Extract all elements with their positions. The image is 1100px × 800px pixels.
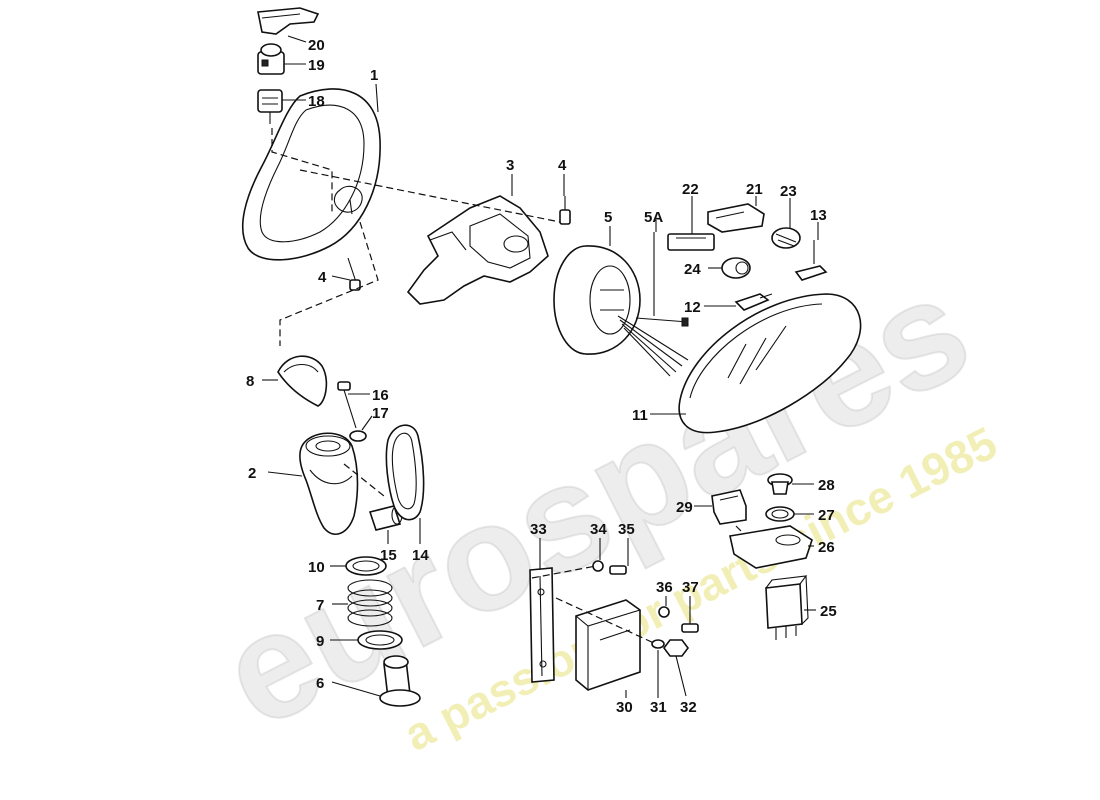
callout-6: 6 bbox=[316, 675, 324, 692]
callout-25: 25 bbox=[820, 603, 837, 620]
part-5-motor bbox=[553, 245, 689, 377]
callout-28: 28 bbox=[818, 477, 835, 494]
part-18-connector bbox=[257, 89, 283, 124]
callout-22: 22 bbox=[682, 181, 699, 198]
callout-1: 1 bbox=[370, 67, 378, 84]
callout-4-lower: 4 bbox=[318, 269, 327, 286]
callout-20: 20 bbox=[308, 37, 325, 54]
callout-33: 33 bbox=[530, 521, 547, 538]
callout-10: 10 bbox=[308, 559, 325, 576]
callout-37: 37 bbox=[682, 579, 699, 596]
callout-18: 18 bbox=[308, 93, 325, 110]
callout-5a: 5A bbox=[644, 209, 663, 226]
part-37-screw bbox=[681, 623, 699, 633]
leader-lines bbox=[262, 35, 819, 698]
callout-27: 27 bbox=[818, 507, 835, 524]
callout-8: 8 bbox=[246, 373, 254, 390]
part-14-gasket bbox=[385, 424, 425, 521]
callout-31: 31 bbox=[650, 699, 667, 716]
part-1-mirror-housing bbox=[241, 88, 381, 261]
part-21-plug bbox=[707, 203, 765, 233]
part-13-terminal bbox=[794, 240, 828, 281]
callout-29: 29 bbox=[676, 499, 693, 516]
part-9-ring bbox=[357, 630, 403, 650]
part-16-bolt bbox=[337, 381, 357, 429]
callout-14: 14 bbox=[412, 547, 429, 564]
callout-32: 32 bbox=[680, 699, 697, 716]
part-26-holder bbox=[729, 525, 813, 569]
callout-30: 30 bbox=[616, 699, 633, 716]
part-28-cap bbox=[767, 473, 793, 495]
part-30-control-unit bbox=[575, 599, 641, 691]
part-34-nut bbox=[592, 560, 604, 572]
callout-19: 19 bbox=[308, 57, 325, 74]
part-11-mirror-glass bbox=[678, 293, 862, 434]
callout-35: 35 bbox=[618, 521, 635, 538]
part-2-base bbox=[299, 432, 359, 536]
part-4-bolt-lower bbox=[347, 257, 361, 291]
part-19-switch bbox=[257, 43, 285, 75]
part-4-bolt-upper bbox=[559, 196, 571, 225]
callout-26: 26 bbox=[818, 539, 835, 556]
part-7-spring bbox=[347, 579, 393, 627]
callout-7: 7 bbox=[316, 597, 324, 614]
part-8-cap bbox=[277, 355, 328, 407]
callout-36: 36 bbox=[656, 579, 673, 596]
part-31-washer bbox=[651, 639, 665, 649]
callout-13: 13 bbox=[810, 207, 827, 224]
callout-12: 12 bbox=[684, 299, 701, 316]
part-17-washer bbox=[349, 430, 367, 442]
part-36-nut bbox=[658, 606, 670, 618]
callout-17: 17 bbox=[372, 405, 389, 422]
callout-24: 24 bbox=[684, 261, 701, 278]
callout-21: 21 bbox=[746, 181, 763, 198]
part-25-relay bbox=[765, 575, 809, 640]
part-23-grommet bbox=[771, 227, 801, 249]
part-6-pin bbox=[379, 655, 421, 707]
callout-16: 16 bbox=[372, 387, 389, 404]
callout-11: 11 bbox=[632, 407, 648, 424]
part-29-switch bbox=[711, 489, 747, 525]
callout-labels: 1 2 3 4 4 5 5A 6 7 8 9 10 11 12 13 14 15… bbox=[246, 37, 837, 716]
part-20-knob bbox=[257, 7, 320, 35]
part-24-sleeve bbox=[721, 257, 751, 279]
callout-23: 23 bbox=[780, 183, 797, 200]
callout-4-upper: 4 bbox=[558, 157, 567, 174]
callout-15: 15 bbox=[380, 547, 397, 564]
part-12-terminal bbox=[734, 293, 773, 311]
part-33-bracket bbox=[529, 567, 555, 683]
part-35-screw bbox=[609, 565, 627, 575]
part-5a-screw bbox=[635, 232, 689, 327]
part-22-connector bbox=[667, 233, 715, 251]
callout-5: 5 bbox=[604, 209, 612, 226]
callout-9: 9 bbox=[316, 633, 324, 650]
part-32-nut bbox=[663, 639, 689, 657]
part-27-bezel bbox=[765, 506, 795, 522]
callout-34: 34 bbox=[590, 521, 607, 538]
callout-2: 2 bbox=[248, 465, 256, 482]
part-3-bracket bbox=[406, 195, 549, 305]
assembly-lines bbox=[271, 128, 745, 645]
callout-3: 3 bbox=[506, 157, 514, 174]
